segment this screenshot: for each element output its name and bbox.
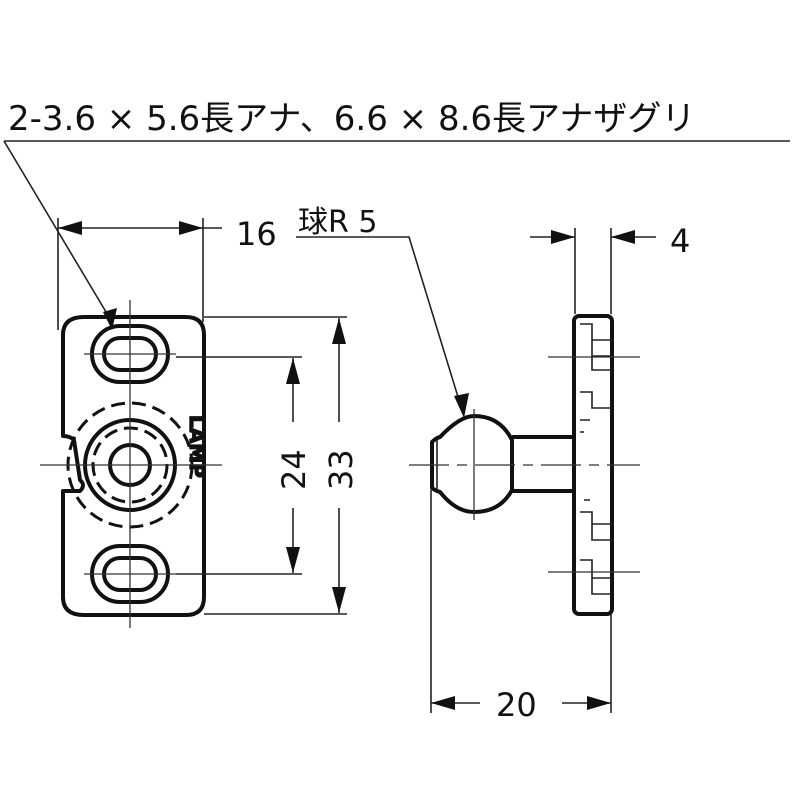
dim-33-label: 33 — [322, 449, 360, 490]
ball-leader-arrow-icon — [454, 393, 469, 418]
dim-20-label: 20 — [496, 686, 537, 724]
dimension-pitch-24: 24 — [275, 358, 313, 573]
lamp-logo: LAMP — [185, 415, 209, 478]
side-view — [409, 314, 640, 616]
front-view: LAMP — [40, 300, 222, 628]
plate-outline — [61, 315, 206, 617]
ball-note-text: 球R 5 — [298, 205, 377, 240]
dimension-length-20: 20 — [430, 490, 612, 724]
dimension-height-33: 33 — [322, 318, 360, 613]
dimension-width-16: 16 — [57, 215, 277, 330]
dim-24-label: 24 — [275, 449, 313, 490]
dim-4-label: 4 — [670, 222, 690, 260]
ball-note-leader — [296, 236, 463, 411]
plate-hidden-steps — [580, 323, 612, 595]
dimension-thickness-4: 4 — [530, 222, 690, 314]
hole-note-text: 2-3.6 × 5.6長アナ、6.6 × 8.6長アナザグリ — [8, 99, 695, 139]
ball-outline — [430, 414, 514, 514]
dim-16-label: 16 — [236, 215, 277, 253]
